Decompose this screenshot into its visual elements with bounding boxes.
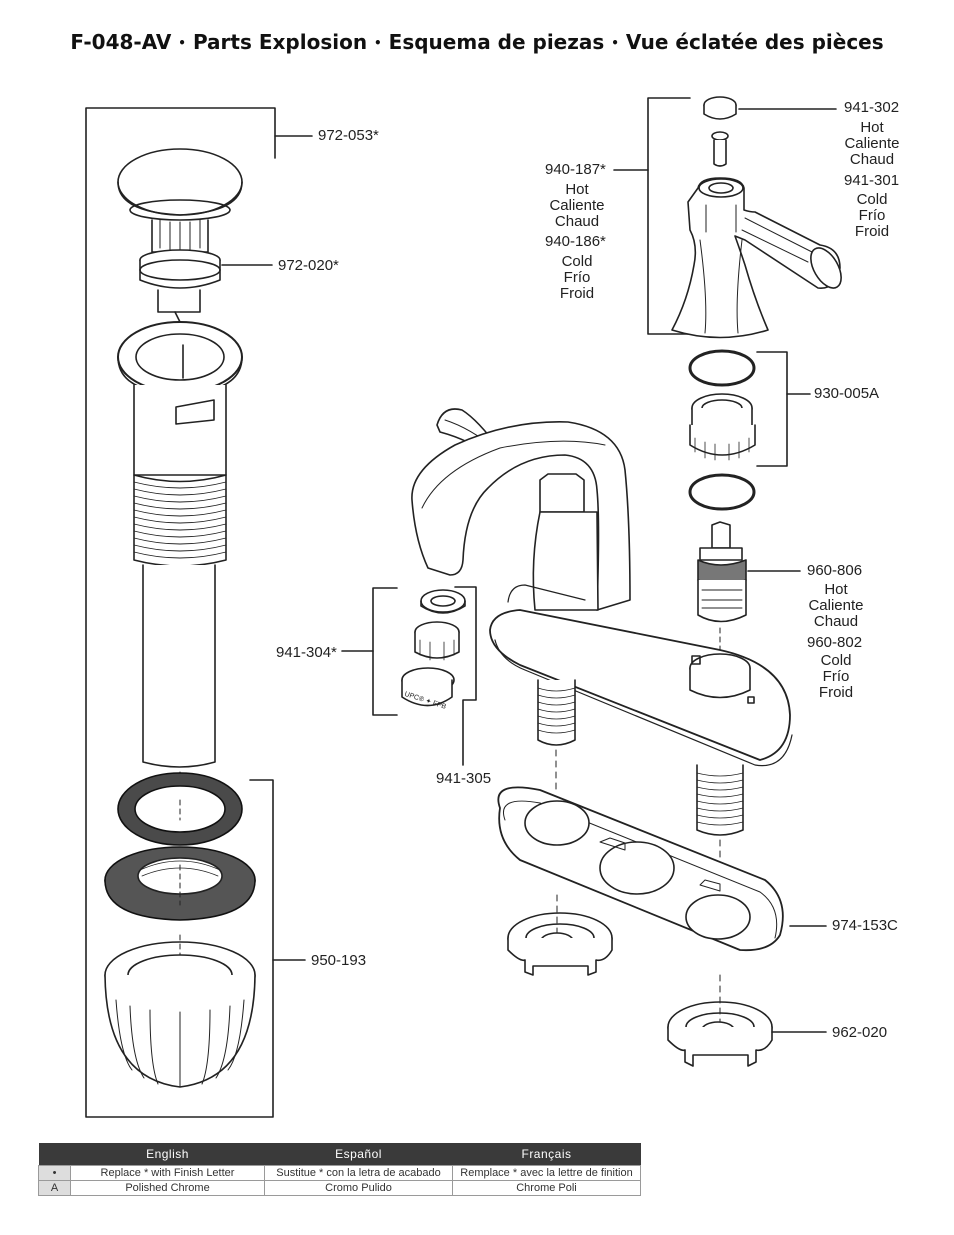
deck-gasket-plate [497,786,784,952]
finish-legend-table: English Español Français • Replace * wit… [38,1143,641,1196]
word-cold: Cold [856,191,888,208]
legend-row: A Polished Chrome Cromo Pulido Chrome Po… [38,1180,641,1196]
title-french: Vue éclatée des pièces [625,30,884,54]
drain-locknut [104,934,256,1088]
label-962-020: 962-020 [832,1024,888,1041]
label-972-020: 972-020* [278,257,339,274]
handle-bracket [613,97,691,335]
label-930-005A: 930-005A [814,385,880,402]
word-chaud: Chaud [554,213,600,230]
legend-cell: Polished Chrome [70,1180,265,1196]
label-960-806: 960-806 [807,562,863,579]
drain-body [117,321,243,843]
word-cold: Cold [561,253,593,270]
label-940-187: 940-187* [545,161,606,178]
title-separator: • [611,36,619,50]
label-940-186-cold: Cold Frío Froid [546,254,608,302]
legend-row: • Replace * with Finish Letter Sustitue … [38,1165,641,1181]
label-960-802-cold: Cold Frío Froid [805,653,867,701]
page-title: F-048-AV • Parts Explosion • Esquema de … [0,30,954,54]
title-spanish: Esquema de piezas [388,30,605,54]
word-caliente: Caliente [549,197,605,214]
label-941-302-hot: Hot Caliente Chaud [842,120,902,168]
label-974-153C: 974-153C [832,917,898,934]
stopper-body [139,249,221,323]
title-separator: • [178,36,186,50]
word-cold: Cold [820,652,852,669]
aerator-housing: UPC® ✦ FPB [401,667,455,711]
bonnet-nut [689,393,756,461]
legend-cell: Chrome Poli [452,1180,641,1196]
faucet-body [411,408,793,891]
legend-header-english: English [70,1143,265,1166]
label-960-806-hot: Hot Caliente Chaud [805,582,867,630]
label-941-301-cold: Cold Frío Froid [842,192,902,240]
word-hot: Hot [860,119,884,136]
label-972-053: 972-053* [318,127,379,144]
model-number: F-048-AV [70,30,172,54]
legend-cell: Sustitue * con la letra de acabado [264,1165,453,1181]
word-hot: Hot [565,181,589,198]
aerator-insert [414,621,460,661]
word-frio: Frío [858,207,886,224]
label-941-301: 941-301 [844,172,900,189]
lever-handle [671,177,842,339]
legend-cell: Replace * with Finish Letter [70,1165,265,1181]
legend-header-spanish: Español [264,1143,453,1166]
mounting-nut-left [507,894,613,976]
drain-seal [104,846,256,921]
label-941-304: 941-304* [276,644,337,661]
valve-cartridge [697,521,801,651]
label-940-186: 940-186* [545,233,606,250]
oring-top [688,349,756,387]
word-frio: Frío [822,668,850,685]
aerator-washer [420,589,466,614]
title-english: Parts Explosion [192,30,368,54]
legend-key: • [38,1165,71,1181]
label-940-187-hot: Hot Caliente Chaud [546,182,608,230]
handle-screw [711,131,729,167]
oring-bottom [688,473,756,511]
word-chaud: Chaud [813,613,859,630]
drain-assembly-bracket [85,107,313,1118]
word-caliente: Caliente [808,597,864,614]
word-caliente: Caliente [844,135,900,152]
legend-header-french: Français [452,1143,641,1166]
word-chaud: Chaud [849,151,895,168]
word-froid: Froid [559,285,595,302]
legend-header-key [38,1143,71,1166]
index-button [703,96,837,120]
drain-gasket [117,772,243,846]
label-960-802: 960-802 [807,634,863,651]
word-hot: Hot [824,581,848,598]
label-950-193: 950-193 [311,952,367,969]
label-941-305: 941-305 [436,770,492,787]
legend-header-row: English Español Français [38,1143,641,1166]
aerator-bracket [341,586,477,766]
bonnet-bracket [756,351,811,467]
label-941-302: 941-302 [844,99,900,116]
word-frio: Frío [563,269,591,286]
mounting-nut-right [667,974,827,1067]
legend-cell: Cromo Pulido [264,1180,453,1196]
legend-cell: Remplace * avec la lettre de finition [452,1165,641,1181]
word-froid: Froid [854,223,890,240]
title-separator: • [374,36,382,50]
legend-key: A [38,1180,71,1196]
word-froid: Froid [818,684,854,701]
popup-stopper-cap [117,148,243,253]
